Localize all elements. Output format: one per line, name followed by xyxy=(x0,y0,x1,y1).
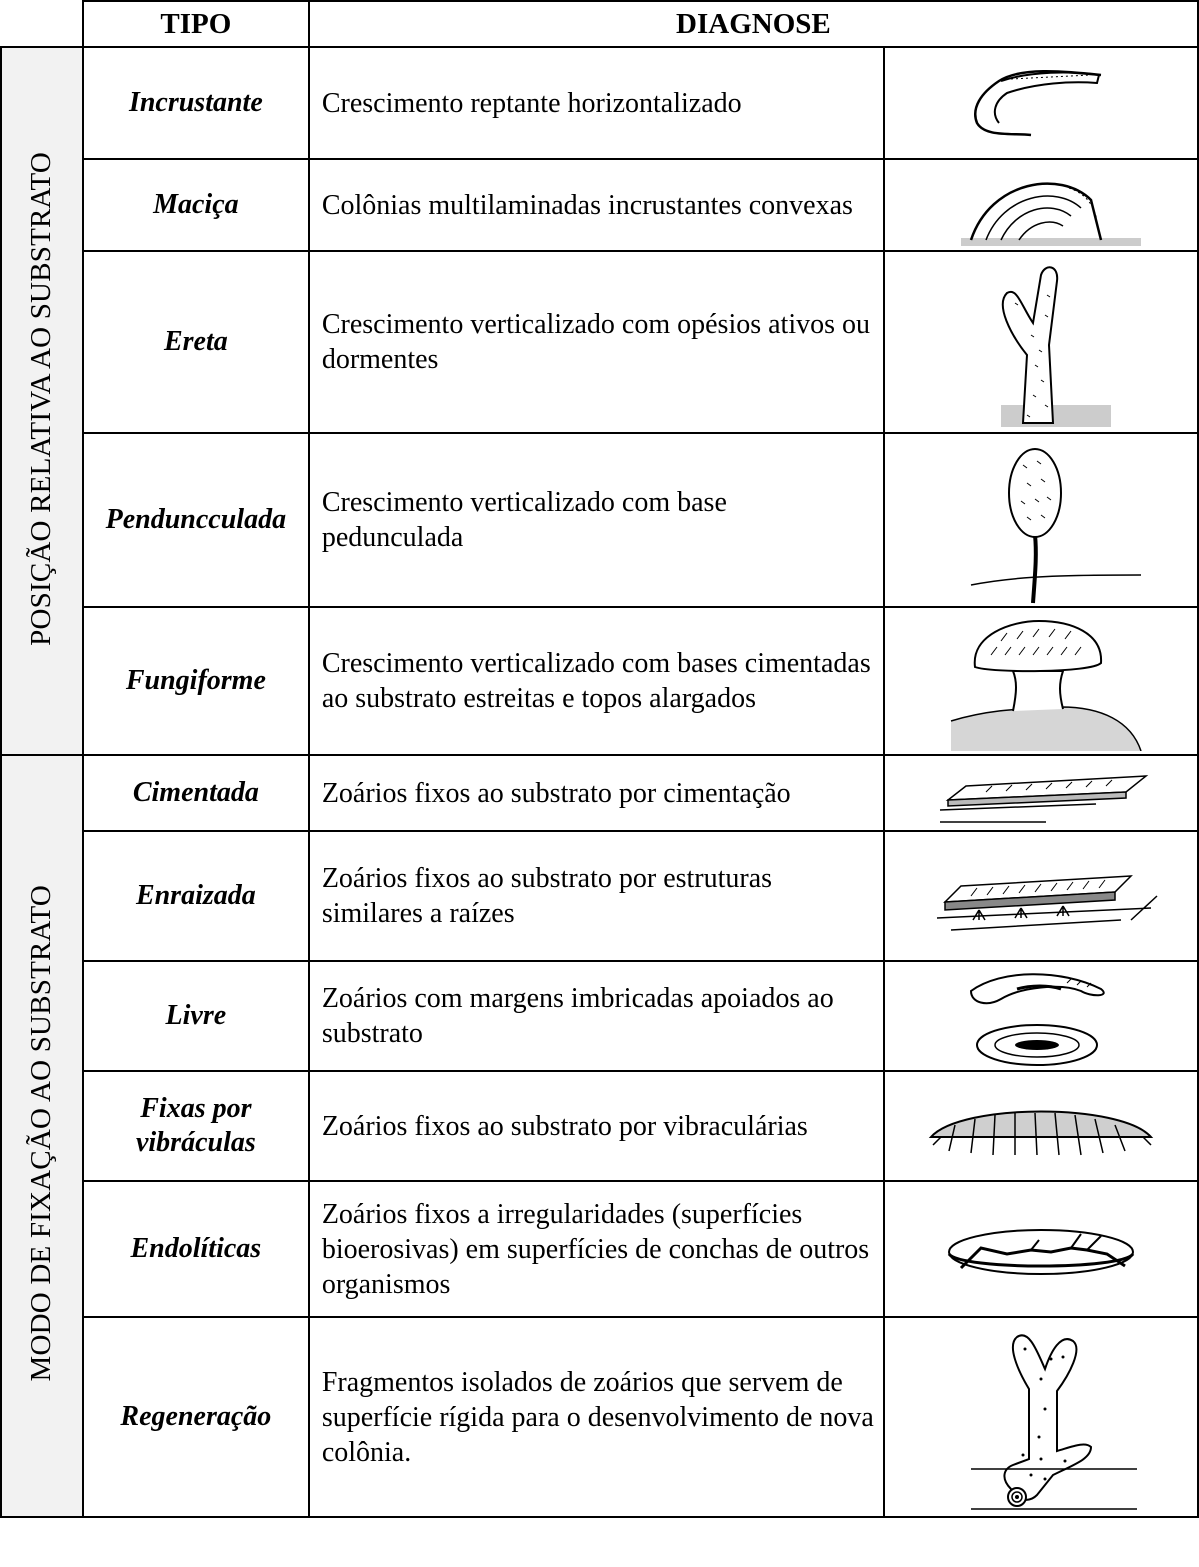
diagnose-cell: Zoários fixos ao substrato por cimentaçã… xyxy=(307,754,886,832)
growth-form-table: TIPO DIAGNOSE POSIÇÃO RELATIVA AO SUBSTR… xyxy=(0,0,1199,1518)
table-row: Fungiforme Crescimento verticalizado com… xyxy=(1,606,1199,756)
header-corner xyxy=(1,1,84,48)
figure-cell xyxy=(883,46,1199,160)
diagnose-cell: Fragmentos isolados de zoários que serve… xyxy=(307,1316,886,1518)
vibracula-form-icon xyxy=(928,1110,1154,1156)
pedunculate-form-icon xyxy=(970,448,1142,604)
tipo-cell: Livre xyxy=(81,960,310,1072)
diagnose-cell: Crescimento verticalizado com opésios at… xyxy=(307,250,886,434)
diagnose-cell: Crescimento reptante horizontalizado xyxy=(307,46,886,160)
tipo-cell: Regeneração xyxy=(81,1316,310,1518)
table-row: POSIÇÃO RELATIVA AO SUBSTRATO Incrustant… xyxy=(0,46,1199,756)
table-row: Enraizada Zoários fixos ao substrato por… xyxy=(1,830,1199,962)
tipo-cell: Cimentada xyxy=(81,754,310,832)
header-tipo: TIPO xyxy=(81,0,310,48)
table-row: Endolíticas Zoários fixos a irregularida… xyxy=(1,1180,1199,1318)
figure-cell xyxy=(883,830,1199,962)
diagnose-cell: Zoários fixos ao substrato por vibraculá… xyxy=(307,1070,886,1182)
table-row: MODO DE FIXAÇÃO AO SUBSTRATO Cimentada Z… xyxy=(0,754,1199,1518)
massive-form-icon xyxy=(961,182,1142,246)
table-row: Maciça Colônias multilaminadas incrustan… xyxy=(1,158,1199,252)
group-cell-position: POSIÇÃO RELATIVA AO SUBSTRATO xyxy=(0,46,84,756)
figure-cell xyxy=(883,754,1199,832)
group-label: POSIÇÃO RELATIVA AO SUBSTRATO xyxy=(25,151,58,646)
tipo-cell: Fixas por vibráculas xyxy=(81,1070,310,1182)
free-form-icon xyxy=(970,973,1105,1066)
table-row: Regeneração Fragmentos isolados de zoári… xyxy=(1,1316,1199,1518)
figure-cell xyxy=(883,250,1199,434)
tipo-cell: Ereta xyxy=(81,250,310,434)
table-row: Fixas por vibráculas Zoários fixos ao su… xyxy=(1,1070,1199,1182)
diagnose-cell: Zoários fixos a irregularidades (superfí… xyxy=(307,1180,886,1318)
figure-cell xyxy=(883,1070,1199,1182)
incrusting-form-icon xyxy=(974,69,1102,137)
tipo-cell: Incrustante xyxy=(81,46,310,160)
diagnose-cell: Zoários com margens imbricadas apoiados … xyxy=(307,960,886,1072)
tipo-cell: Endolíticas xyxy=(81,1180,310,1318)
figure-cell xyxy=(883,1316,1199,1518)
fungiform-form-icon xyxy=(950,619,1142,751)
tipo-cell: Enraizada xyxy=(81,830,310,962)
diagnose-cell: Crescimento verticalizado com bases cime… xyxy=(307,606,886,756)
figure-cell xyxy=(883,1180,1199,1318)
rooted-form-icon xyxy=(937,875,1158,931)
table-row: Penduncculada Crescimento verticalizado … xyxy=(1,432,1199,608)
figure-cell xyxy=(883,960,1199,1072)
group-label: MODO DE FIXAÇÃO AO SUBSTRATO xyxy=(25,885,58,1382)
tipo-cell: Fungiforme xyxy=(81,606,310,756)
table-row: Ereta Crescimento verticalizado com opés… xyxy=(1,250,1199,434)
figure-cell xyxy=(883,606,1199,756)
header-row: TIPO DIAGNOSE xyxy=(1,0,1199,48)
cemented-form-icon xyxy=(940,775,1149,823)
tipo-cell: Maciça xyxy=(81,158,310,252)
header-diagnose: DIAGNOSE xyxy=(307,0,1199,48)
endolithic-form-icon xyxy=(947,1229,1135,1275)
figure-cell xyxy=(883,432,1199,608)
table-row: Livre Zoários com margens imbricadas apo… xyxy=(1,960,1199,1072)
diagnose-cell: Zoários fixos ao substrato por estrutura… xyxy=(307,830,886,962)
diagnose-cell: Colônias multilaminadas incrustantes con… xyxy=(307,158,886,252)
diagnose-cell: Crescimento verticalizado com base pedun… xyxy=(307,432,886,608)
tipo-cell: Penduncculada xyxy=(81,432,310,608)
erect-form-icon xyxy=(1001,265,1112,427)
group-cell-fixation: MODO DE FIXAÇÃO AO SUBSTRATO xyxy=(0,754,84,1518)
figure-cell xyxy=(883,158,1199,252)
regeneration-form-icon xyxy=(971,1334,1138,1510)
table: TIPO DIAGNOSE POSIÇÃO RELATIVA AO SUBSTR… xyxy=(0,0,1199,1518)
